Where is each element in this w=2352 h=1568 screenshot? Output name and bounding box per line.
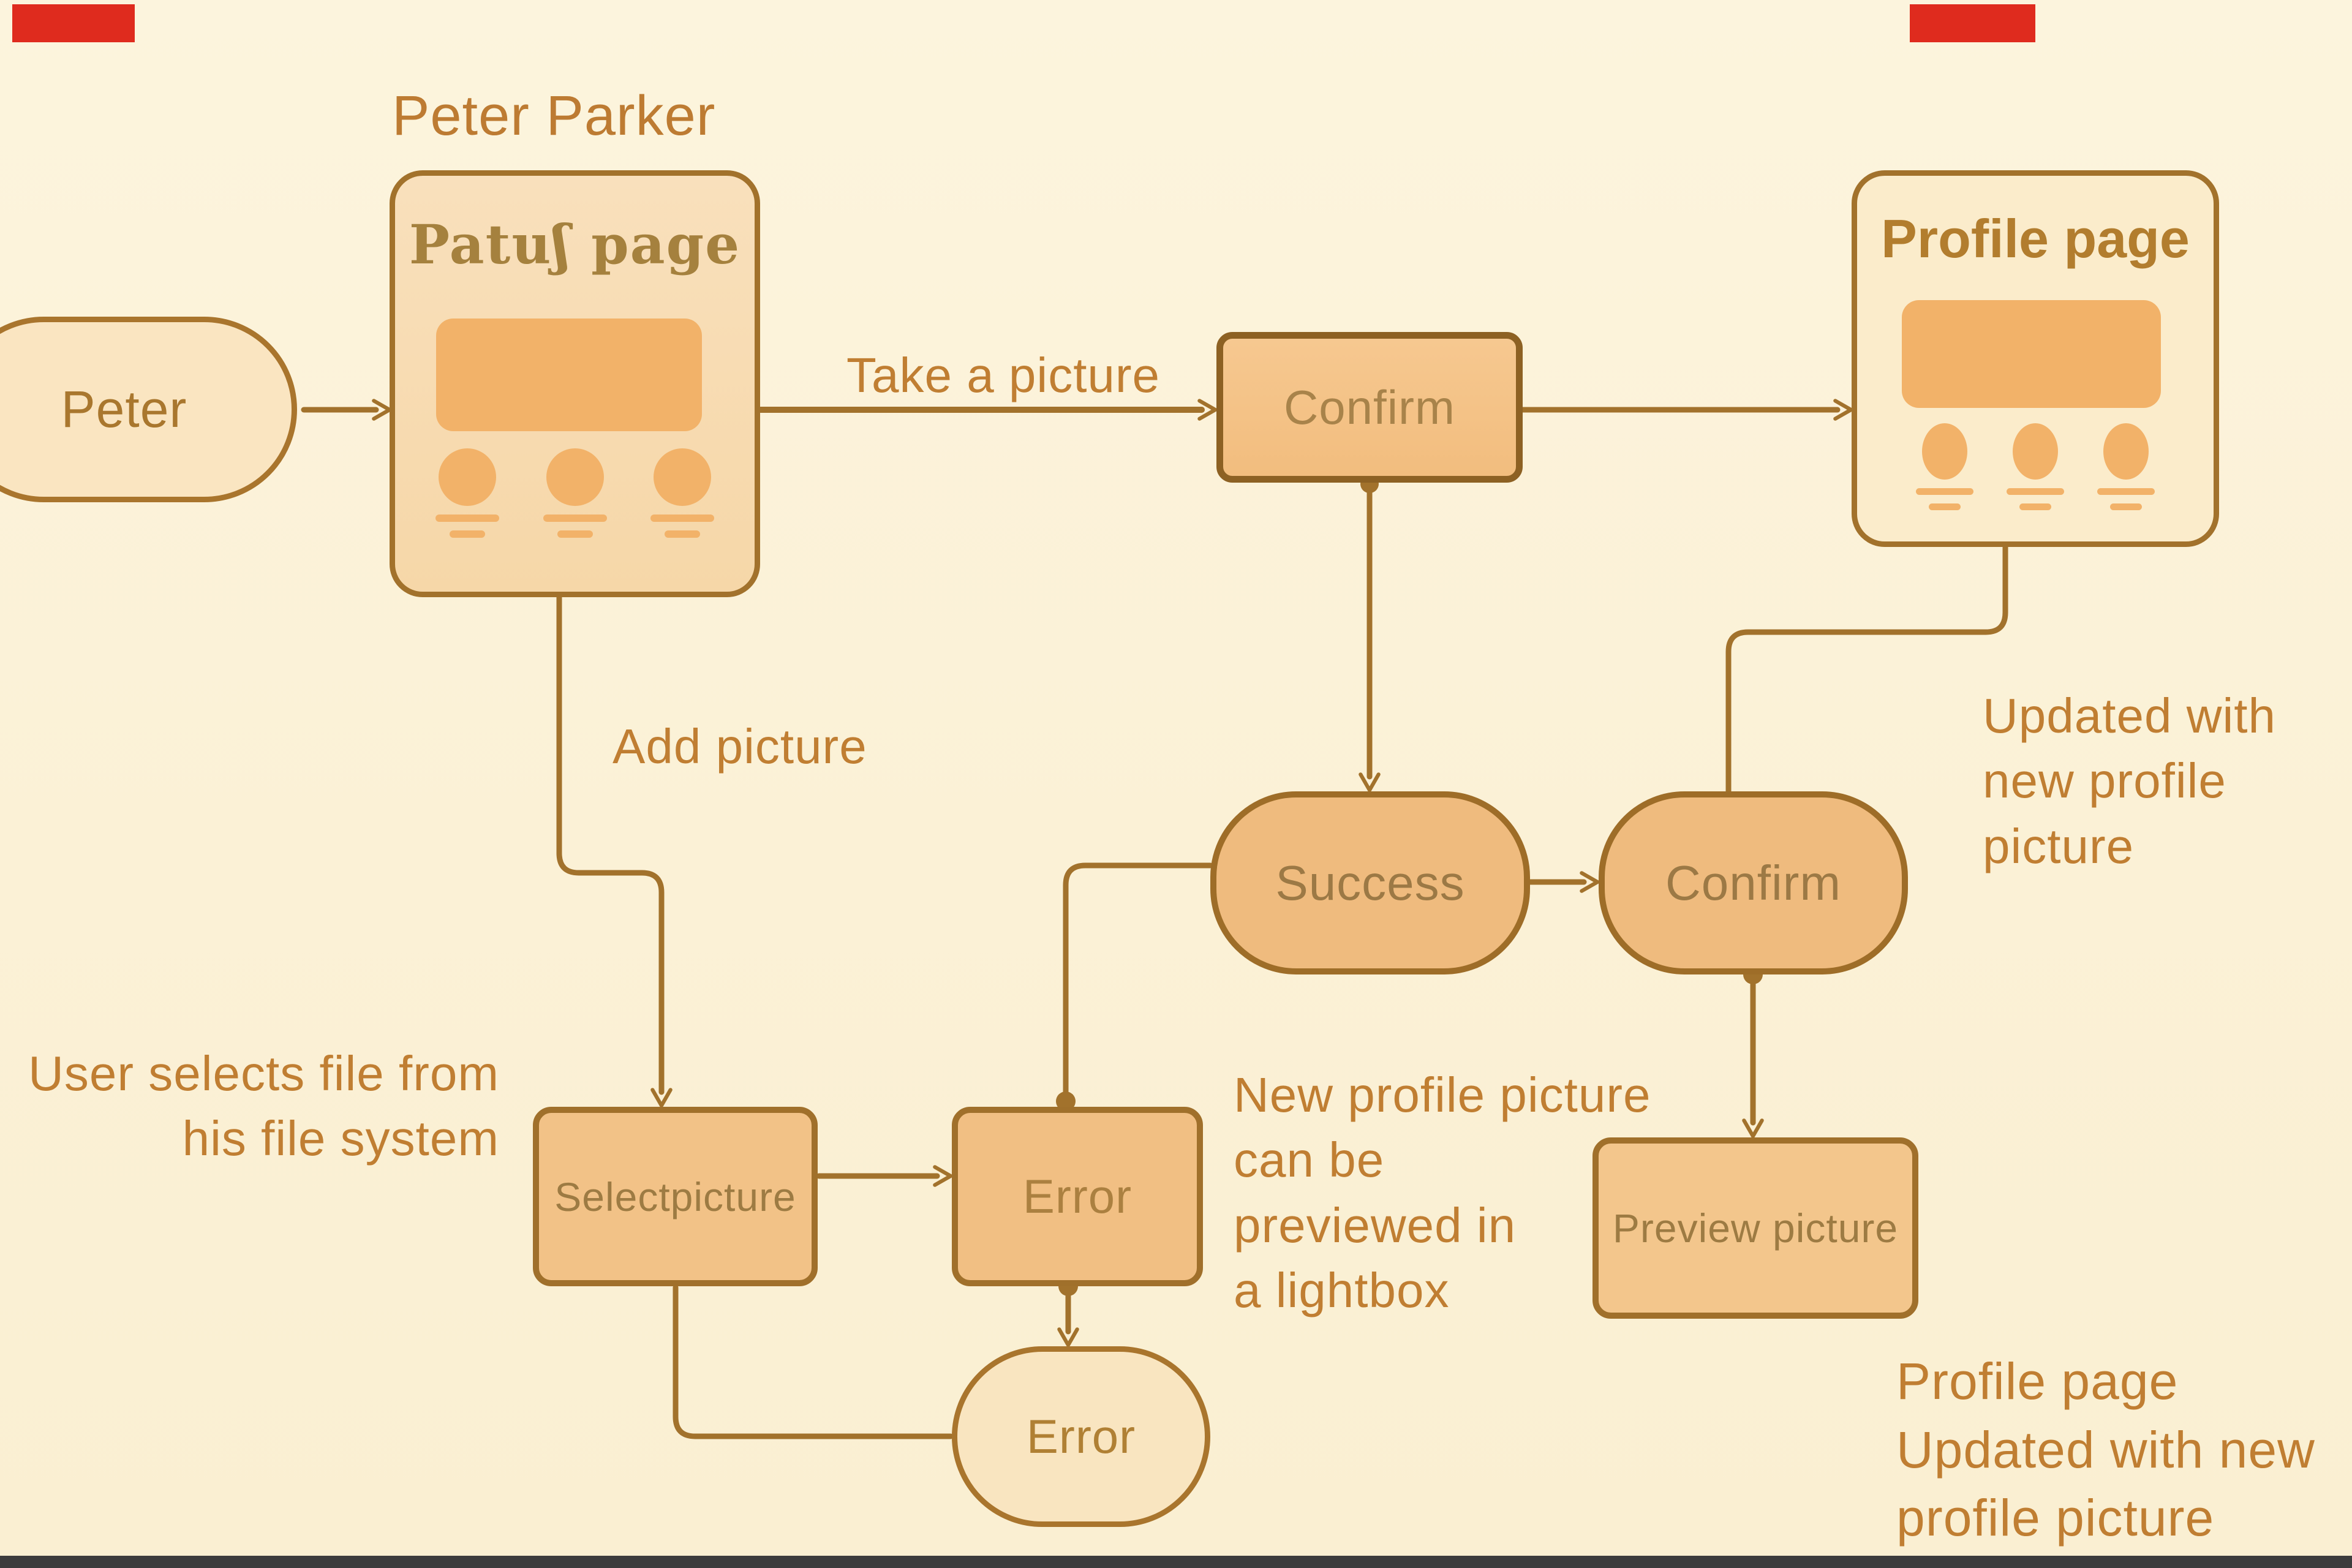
note-user-selects-file: User selects file from his file system — [28, 1046, 499, 1166]
phone-page-card-title: Patuʃ page — [409, 213, 741, 276]
avatar-circle-icon — [654, 448, 711, 506]
preview-picture-node: Preview picture — [1593, 1137, 1918, 1319]
actor-card-title: Peter Parker — [392, 85, 716, 147]
text-line-placeholder — [650, 514, 714, 522]
confirm-state-label: Confirm — [1665, 855, 1842, 910]
contact-placeholder — [435, 448, 499, 538]
hero-image-placeholder — [436, 318, 702, 431]
contact-placeholder — [2007, 423, 2064, 510]
avatar-circle-icon — [546, 448, 604, 506]
text-line-placeholder — [450, 530, 485, 538]
screen-artifact-bottom-bar — [0, 1556, 2352, 1568]
actor-node-label: Peter — [61, 380, 187, 438]
edge-label-add-picture: Add picture — [612, 719, 867, 774]
text-line-placeholder — [557, 530, 593, 538]
profile-page-card-title: Profile page — [1881, 208, 2190, 269]
contact-placeholder — [650, 448, 714, 538]
text-line-placeholder — [435, 514, 499, 522]
text-line-placeholder — [1916, 488, 1973, 495]
success-state-label: Success — [1275, 855, 1465, 910]
text-line-placeholder — [2110, 503, 2142, 510]
avatar-circle-icon — [2013, 423, 2058, 480]
avatar-circle-icon — [1922, 423, 1967, 480]
confirm-state-node: Confirm — [1599, 791, 1908, 974]
confirm-step-node: Confirm — [1216, 332, 1523, 483]
screen-artifact-top-right — [1910, 4, 2035, 42]
contact-placeholder — [1916, 423, 1973, 510]
error-state-label: Error — [1026, 1409, 1136, 1463]
screen-artifact-top-left — [12, 4, 135, 42]
text-line-placeholder — [2007, 488, 2064, 495]
contact-placeholder — [543, 448, 607, 538]
avatar-circle-icon — [2103, 423, 2149, 480]
avatar-circle-icon — [439, 448, 496, 506]
text-line-placeholder — [665, 530, 700, 538]
actor-node-peter: Peter — [0, 317, 297, 502]
contact-placeholder — [2097, 423, 2155, 510]
edge-label-take-a-picture: Take a picture — [846, 348, 1161, 402]
profile-page-card: Profile page — [1852, 170, 2219, 547]
error-step-node: Error — [952, 1107, 1203, 1286]
preview-picture-label: Preview picture — [1612, 1205, 1899, 1251]
success-state-node: Success — [1210, 791, 1530, 974]
text-line-placeholder — [2097, 488, 2155, 495]
note-updated-with-new-picture: Updated with new profile picture — [1983, 688, 2276, 873]
note-lightbox-preview: New profile picture can be previewed in … — [1234, 1068, 1651, 1318]
hero-image-placeholder — [1902, 300, 2161, 408]
text-line-placeholder — [2019, 503, 2051, 510]
select-picture-node: Selectpicture — [533, 1107, 818, 1286]
text-line-placeholder — [1929, 503, 1961, 510]
phone-page-card: Patuʃ page — [390, 170, 760, 597]
error-state-node: Error — [952, 1346, 1210, 1527]
select-picture-label: Selectpicture — [554, 1174, 796, 1219]
error-step-label: Error — [1022, 1169, 1133, 1223]
confirm-step-label: Confirm — [1283, 380, 1456, 434]
note-profile-page-updated: Profile page Updated with new profile pi… — [1896, 1352, 2315, 1547]
text-line-placeholder — [543, 514, 607, 522]
